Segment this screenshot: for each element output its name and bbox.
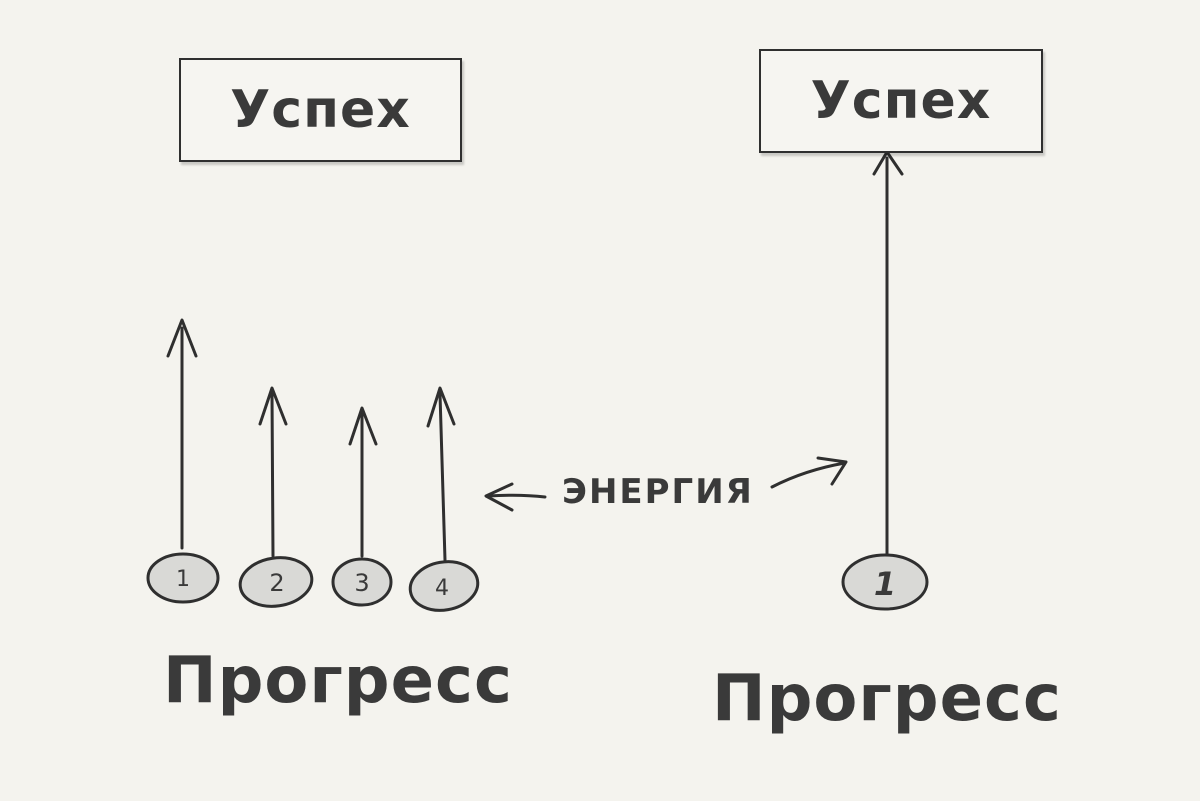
- left-arrow-3: [348, 406, 378, 558]
- progress-label-right: Прогресс: [712, 662, 1062, 736]
- coin-2: 2: [238, 556, 314, 608]
- success-label-left: Успех: [230, 80, 411, 140]
- left-arrow-4: [426, 386, 456, 562]
- coin-4-number: 4: [435, 576, 449, 601]
- energy-arrow-right: [770, 456, 848, 489]
- coin-single: 1: [841, 553, 929, 611]
- left-arrow-2: [258, 386, 288, 558]
- success-box-left: Успех: [179, 58, 462, 162]
- energy-label: ЭНЕРГИЯ: [562, 472, 754, 512]
- coin-1-number: 1: [176, 567, 190, 592]
- coin-3-number: 3: [354, 569, 369, 597]
- left-arrow-1: [166, 318, 198, 550]
- coin-single-number: 1: [874, 565, 896, 603]
- coin-1: 1: [146, 552, 220, 604]
- progress-label-left: Прогресс: [163, 644, 513, 718]
- coin-2-number: 2: [269, 569, 284, 597]
- right-arrow-1: [872, 150, 904, 556]
- coin-3: 3: [331, 557, 393, 607]
- success-box-right: Успех: [759, 49, 1043, 153]
- coin-4: 4: [408, 560, 480, 612]
- success-label-right: Успех: [810, 71, 992, 131]
- energy-arrow-left: [484, 482, 547, 512]
